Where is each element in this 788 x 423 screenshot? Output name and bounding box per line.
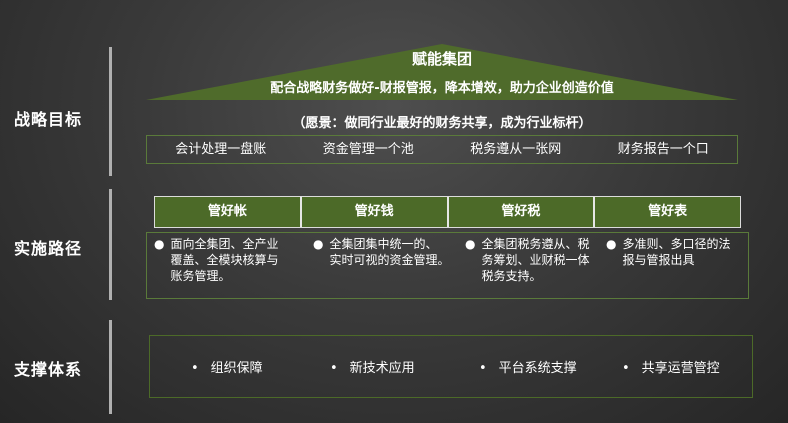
bullet-icon: •: [191, 361, 199, 376]
divider-strategy: [109, 47, 112, 176]
path-item-tax: ● 全集团税务遵从、税 务筹划、业财税一体 税务支持。: [465, 236, 605, 284]
path-item-line: 多准则、多口径的法: [622, 237, 731, 251]
path-item-line: 税务支持。: [481, 269, 542, 283]
divider-support: [109, 320, 112, 414]
divider-path: [109, 189, 112, 300]
path-item-line: 全集团集中统一的、: [329, 237, 438, 251]
support-item-label: 平台系统支撑: [498, 361, 577, 376]
tab-tax: 管好税: [448, 197, 596, 227]
bullet-icon: •: [479, 361, 487, 376]
path-item-line: 覆盖、全模块核算与: [170, 253, 279, 267]
pillars-box: 会计处理一盘账 资金管理一个池 税务遵从一张网 财务报告一个口: [146, 135, 738, 164]
roof-subtitle: 配合战略财务做好-财报管报，降本增效，助力企业创造价值: [270, 81, 614, 96]
pillar-reporting: 财务报告一个口: [617, 142, 709, 157]
bullet-icon: •: [330, 361, 338, 376]
path-item-money: ● 全集团集中统一的、 实时可视的资金管理。: [313, 236, 458, 268]
path-item-line: 账务管理。: [170, 269, 231, 283]
path-item-line: 实时可视的资金管理。: [329, 253, 450, 267]
label-support: 支撑体系: [14, 360, 83, 379]
label-strategy: 战略目标: [14, 110, 83, 129]
path-item-line: 全集团税务遵从、税: [481, 237, 590, 251]
path-item-accounts: ● 面向全集团、全产业 覆盖、全模块核算与 账务管理。: [154, 236, 294, 284]
pillar-accounting: 会计处理一盘账: [175, 142, 267, 157]
label-path: 实施路径: [14, 239, 83, 258]
vision-statement: （愿景：做同行业最好的财务共享，成为行业标杆）: [292, 116, 592, 131]
support-item-platform: • 平台系统支撑: [479, 357, 577, 376]
path-details-box: [146, 232, 749, 299]
support-item-label: 共享运营管控: [641, 361, 720, 376]
roof-triangle: [146, 44, 738, 100]
bullet-icon: ●: [313, 237, 324, 251]
support-item-technology: • 新技术应用: [330, 357, 415, 376]
support-item-operations: • 共享运营管控: [622, 357, 720, 376]
tab-statements: 管好表: [595, 197, 740, 227]
support-item-organization: • 组织保障: [191, 357, 263, 376]
path-item-statements: ● 多准则、多口径的法 报与管报出具: [606, 236, 746, 268]
support-box: [149, 335, 753, 398]
support-item-label: 组织保障: [210, 361, 263, 376]
bullet-icon: •: [622, 361, 630, 376]
pillar-tax: 税务遵从一张网: [470, 142, 562, 157]
bullet-icon: ●: [154, 237, 165, 251]
bullet-icon: ●: [606, 237, 617, 251]
tab-accounts: 管好帐: [155, 197, 302, 227]
support-item-label: 新技术应用: [349, 361, 415, 376]
roof-title: 赋能集团: [411, 50, 472, 68]
path-item-line: 报与管报出具: [622, 253, 695, 267]
bullet-icon: ●: [465, 237, 476, 251]
path-tabs: 管好帐 管好钱 管好税 管好表: [154, 196, 741, 228]
tab-money: 管好钱: [301, 197, 449, 227]
path-item-line: 面向全集团、全产业: [170, 237, 279, 251]
pillar-funds: 资金管理一个池: [322, 142, 414, 157]
path-item-line: 务筹划、业财税一体: [481, 253, 590, 267]
